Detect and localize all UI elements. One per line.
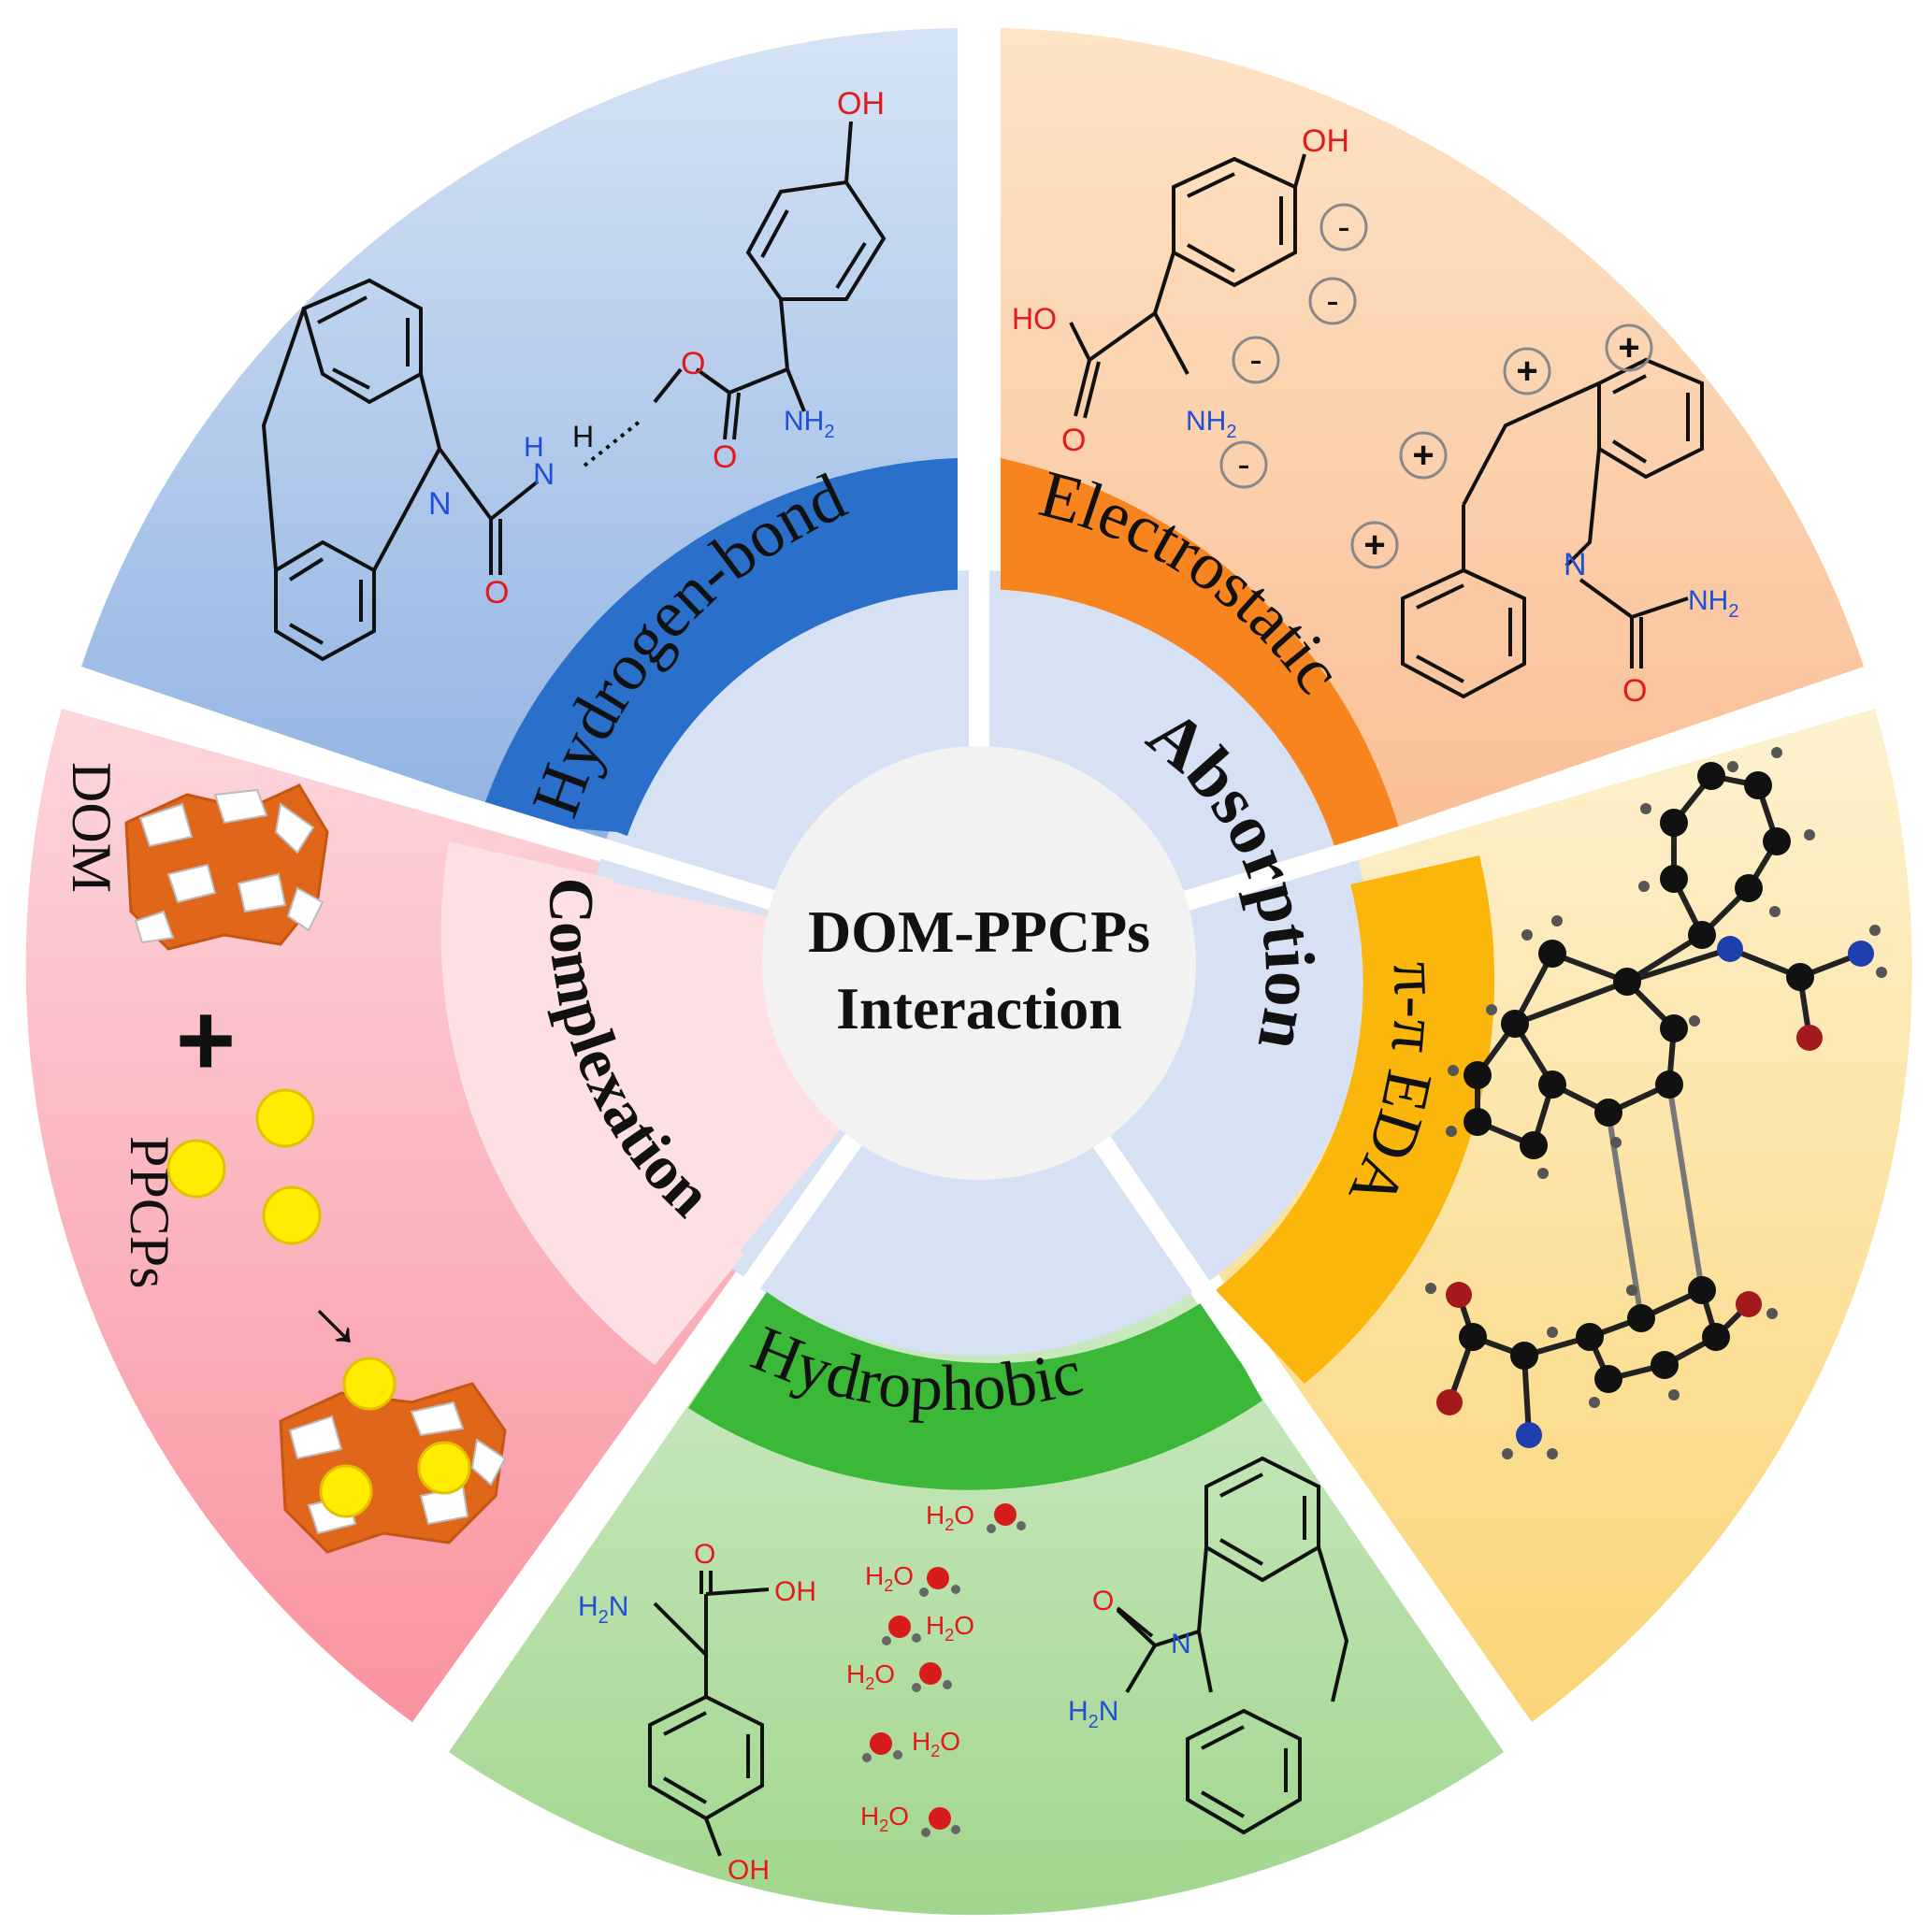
hy-h2n-amide: H2N — [1068, 1696, 1118, 1732]
positive-charge-3: + — [1399, 431, 1448, 480]
positive-charge-1: + — [1503, 347, 1551, 395]
svg-text:H2O: H2O — [912, 1727, 960, 1760]
dom-aggregate — [124, 783, 329, 951]
water-3: H2O — [882, 1611, 974, 1645]
positive-charges: + + + + — [1350, 323, 1653, 569]
svg-text:-: - — [1337, 207, 1349, 248]
hy-h2n: H2N — [578, 1591, 628, 1628]
hydrogen-bond-structures — [261, 121, 887, 662]
hb-h-on-n: H — [524, 432, 544, 463]
plus-sign: + — [176, 983, 236, 1098]
hb-nh: N — [533, 457, 555, 491]
svg-text:+: + — [1516, 351, 1537, 392]
hb-o-carbonyl: O — [713, 439, 737, 475]
hy-o-acid: O — [694, 1539, 715, 1570]
hydrophobic-band — [688, 1292, 1262, 1490]
hb-nh2: NH2 — [784, 406, 834, 442]
pi-pi-eda-molecule — [1425, 747, 1887, 1459]
hb-o-amide: O — [484, 575, 509, 611]
water-5: H2O — [862, 1727, 960, 1762]
el-n-ring: N — [1564, 547, 1587, 582]
svg-text:-: - — [1249, 339, 1262, 381]
ppcp-particle-3 — [262, 1185, 322, 1245]
hb-o-ether: O — [681, 346, 705, 381]
svg-text:+: + — [1412, 435, 1434, 476]
negative-charge-4: - — [1219, 440, 1268, 489]
svg-text:-: - — [1326, 280, 1338, 322]
svg-text:H2O: H2O — [860, 1802, 909, 1835]
el-nh2-top: NH2 — [1186, 406, 1236, 442]
svg-text:+: + — [1363, 524, 1385, 566]
ppcp-particle-2 — [166, 1139, 226, 1199]
dom-ppcp-complex — [279, 1357, 507, 1554]
negative-charge-1: - — [1319, 203, 1368, 251]
electrostatic-structures — [1069, 153, 1704, 699]
svg-text:H2O: H2O — [926, 1501, 974, 1534]
el-o-amide: O — [1622, 673, 1647, 709]
pi-pi-eda-band — [1216, 855, 1495, 1384]
water-molecules: H2O H2O H2O H2O H2O H2O — [846, 1501, 1026, 1837]
ppcp-particle-1 — [255, 1088, 315, 1148]
positive-charge-2: + — [1605, 323, 1653, 372]
svg-text:-: - — [1237, 444, 1249, 485]
hb-oh: OH — [837, 86, 885, 122]
hy-n-ring: N — [1171, 1629, 1191, 1659]
positive-charge-4: + — [1350, 521, 1399, 569]
el-o: O — [1061, 423, 1086, 458]
water-2: H2O — [865, 1561, 960, 1597]
center-circle — [762, 746, 1196, 1180]
hy-o-amide: O — [1092, 1586, 1114, 1616]
water-1: H2O — [926, 1501, 1026, 1534]
svg-text:H2O: H2O — [846, 1659, 895, 1693]
el-ho: HO — [1012, 302, 1057, 336]
el-nh2-amide: NH2 — [1688, 585, 1738, 622]
water-4: H2O — [846, 1659, 952, 1693]
center-title-line2: Interaction — [836, 975, 1122, 1042]
svg-text:H2O: H2O — [865, 1561, 914, 1595]
dom-label: DOM — [61, 762, 123, 893]
hy-oh-phenol: OH — [728, 1855, 770, 1886]
hydrophobic-structures — [648, 1456, 1349, 1857]
water-6: H2O — [860, 1802, 960, 1837]
hy-oh-acid: OH — [774, 1576, 816, 1607]
negative-charge-2: - — [1308, 277, 1357, 325]
negative-charges: - - - - — [1219, 203, 1368, 489]
negative-charge-3: - — [1232, 336, 1280, 384]
electrostatic-band — [1001, 458, 1403, 858]
ppcp-particles — [166, 1088, 322, 1245]
svg-text:+: + — [1618, 327, 1639, 368]
center-title-line1: DOM-PPCPs — [808, 898, 1150, 965]
svg-text:H2O: H2O — [926, 1611, 974, 1645]
hb-n-ring: N — [428, 486, 452, 522]
hb-h-bond: H — [572, 420, 594, 453]
el-oh: OH — [1302, 123, 1349, 159]
